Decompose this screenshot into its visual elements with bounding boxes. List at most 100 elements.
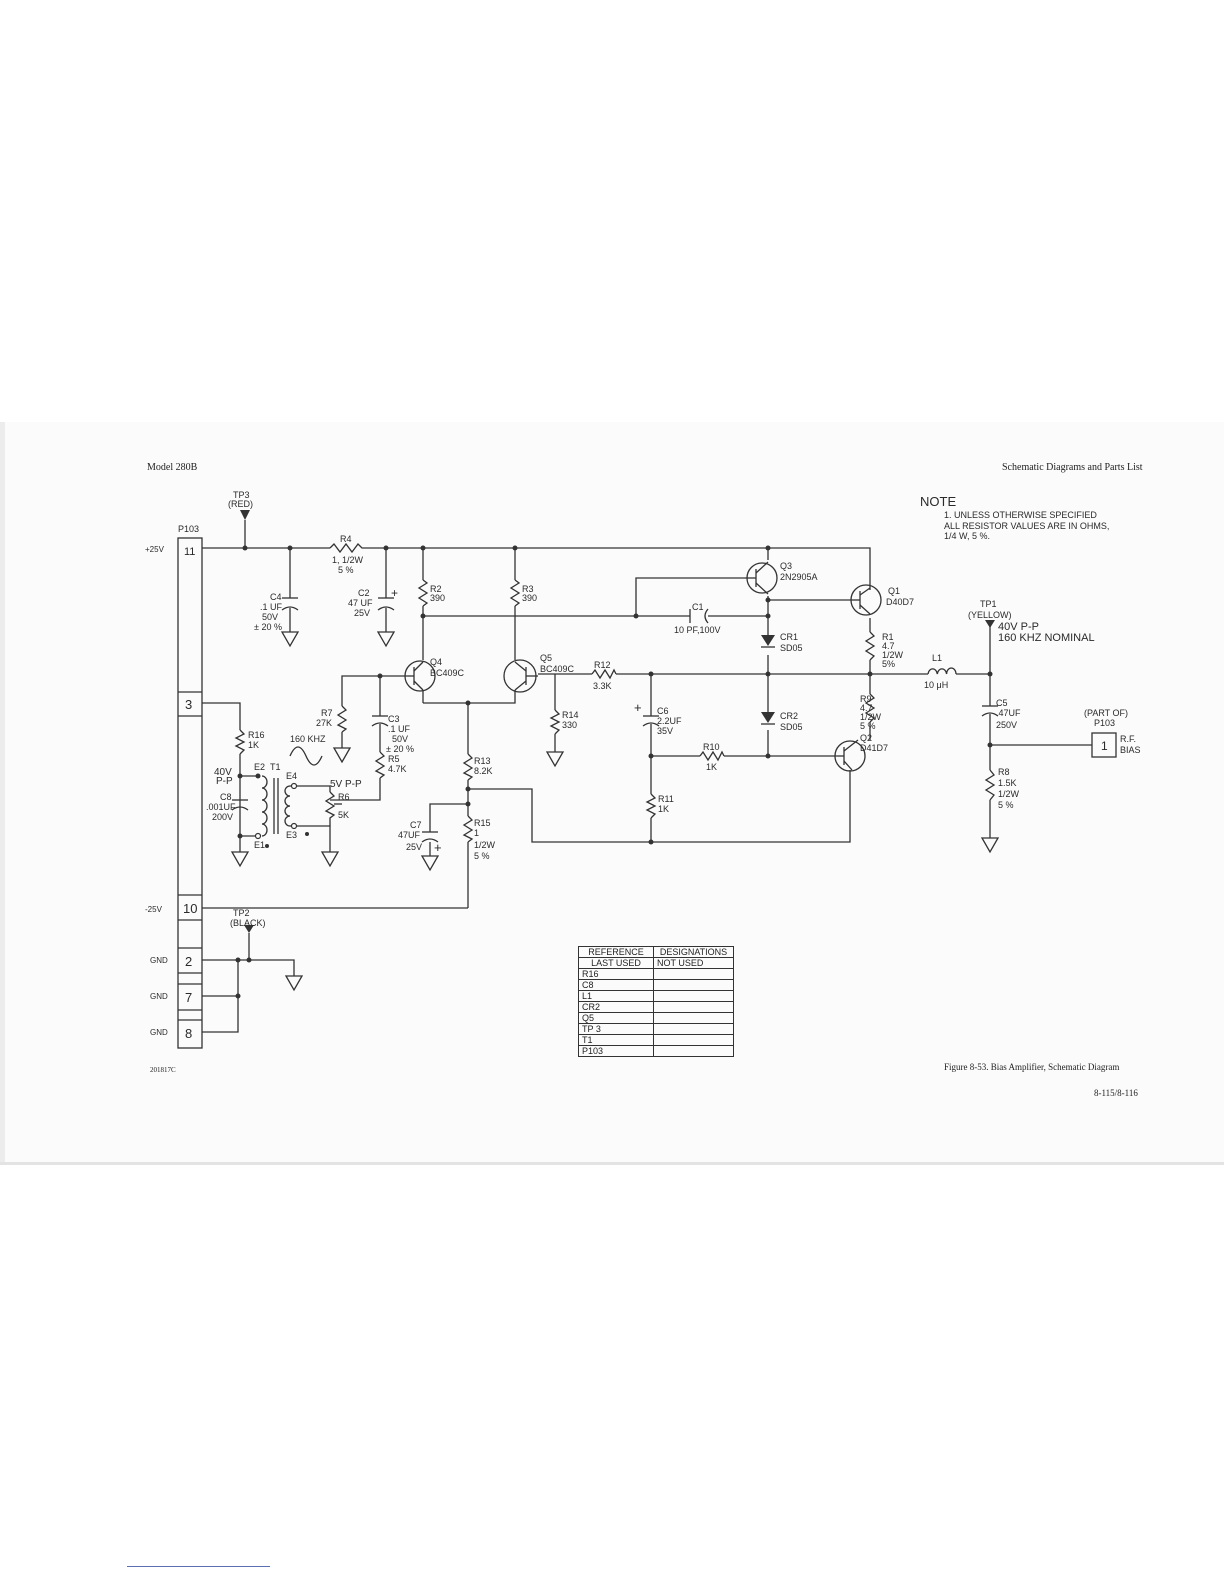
ref-cell-empty — [653, 1012, 734, 1024]
ref-cell-empty — [653, 1045, 734, 1057]
q3-value: 2N2905A — [780, 572, 818, 582]
r14-symbol — [549, 709, 561, 735]
q2-symbol — [834, 739, 866, 772]
ground-icon — [420, 855, 440, 872]
note-line-2: ALL RESISTOR VALUES ARE IN OHMS, — [944, 521, 1109, 531]
page-numbers: 8-115/8-116 — [1094, 1088, 1138, 1098]
r6-value: 5K — [338, 810, 349, 820]
scan-bottom-edge — [0, 1162, 1224, 1165]
ref-cell-empty — [653, 1001, 734, 1013]
r3-ref: R3 — [522, 584, 534, 594]
q1-value: D40D7 — [886, 597, 914, 607]
t1-e1: E1 — [254, 840, 265, 850]
c1-ref: C1 — [692, 602, 704, 612]
l1-symbol — [927, 667, 957, 675]
capacitors — [231, 597, 999, 843]
t1-vin2: P-P — [216, 776, 233, 787]
r11-symbol — [645, 793, 657, 819]
ground-icon — [332, 747, 352, 764]
q1-symbol — [850, 584, 882, 616]
underline-mark — [127, 1566, 270, 1567]
r16-value: 1K — [248, 740, 259, 750]
header-section: Schematic Diagrams and Parts List — [1002, 462, 1143, 473]
header-model: Model 280B — [147, 462, 198, 473]
note-line-1: 1. UNLESS OTHERWISE SPECIFIED — [944, 510, 1097, 520]
output-pin-box — [1091, 732, 1117, 758]
r2-value: 390 — [430, 593, 445, 603]
pin-11: 11 — [184, 546, 195, 558]
table-row: P103 — [578, 1045, 734, 1057]
cr2-symbol — [761, 712, 775, 723]
t1-ref: T1 — [270, 762, 281, 772]
ground-icon — [376, 631, 396, 648]
output-part-of: (PART OF) — [1084, 708, 1128, 718]
tp3-color: (RED) — [228, 499, 253, 509]
output-connector: P103 — [1094, 718, 1115, 728]
ground-icon — [230, 851, 250, 868]
r5-symbol — [374, 751, 386, 779]
r10-value: 1K — [706, 762, 717, 772]
q1-ref: Q1 — [888, 586, 900, 596]
tp1-frequency: 160 KHZ NOMINAL — [998, 632, 1095, 644]
ref-table-title-2: DESIGNATIONS — [653, 946, 734, 958]
r10-ref: R10 — [703, 742, 720, 752]
r12-value: 3.3K — [593, 681, 612, 691]
c7-v2: 25V — [406, 842, 422, 852]
figure-caption: Figure 8-53. Bias Amplifier, Schematic D… — [944, 1062, 1120, 1072]
c6-ref: C6 — [657, 706, 669, 716]
cr2-value: SD05 — [780, 722, 803, 732]
r8-v1: 1.5K — [998, 778, 1017, 788]
r15-v2: 1/2W — [474, 840, 496, 850]
table-row: L1 — [578, 990, 734, 1002]
ref-cell-empty — [653, 990, 734, 1002]
pin-7: 7 — [185, 990, 192, 1005]
resistors — [234, 542, 996, 843]
ground-icon — [320, 851, 340, 868]
ref-table-title-1: REFERENCE — [578, 946, 654, 958]
t1-vout: 5V P-P — [330, 779, 362, 790]
r8-v3: 5 % — [998, 800, 1014, 810]
r11-ref: R11 — [658, 794, 674, 804]
r8-v2: 1/2W — [998, 789, 1020, 799]
r9-v1: 4.7 — [860, 703, 873, 713]
drawing-number: 201817C — [150, 1066, 176, 1074]
diodes — [761, 635, 775, 725]
cr1-value: SD05 — [780, 643, 803, 653]
note-line-3: 1/4 W, 5 %. — [944, 531, 990, 541]
output-label-2: BIAS — [1120, 745, 1141, 755]
c4-v3: ± 20 % — [254, 622, 282, 632]
ref-cell: CR2 — [578, 1001, 654, 1013]
table-row: T1 — [578, 1034, 734, 1046]
wires — [202, 520, 1092, 1033]
output-label-1: R.F. — [1120, 734, 1136, 744]
r15-v3: 5 % — [474, 851, 490, 861]
r9-v3: 5 % — [860, 721, 876, 731]
pin-8-label: GND — [150, 1028, 168, 1037]
r2-ref: R2 — [430, 584, 442, 594]
r13-symbol — [462, 753, 474, 781]
pin-10: 10 — [183, 901, 197, 916]
l1-ref: L1 — [932, 653, 942, 663]
table-row: C8 — [578, 979, 734, 991]
r1-symbol — [864, 631, 876, 661]
r4-symbol — [329, 542, 366, 554]
c7-ref: C7 — [410, 820, 422, 830]
t1-symbol — [254, 746, 323, 848]
r1-v3: 5% — [882, 659, 895, 669]
c3-v3: ± 20 % — [386, 744, 414, 754]
r4-tol: 5 % — [338, 565, 354, 575]
r2-symbol — [417, 579, 429, 607]
q2-value: D41D7 — [860, 743, 888, 753]
r4-ref: R4 — [340, 534, 352, 544]
connector-p103: P103 11 3 10 2 7 8 +25V -25V GND GND GND — [145, 524, 203, 1049]
q4-symbol — [404, 660, 436, 692]
r3-value: 390 — [522, 593, 537, 603]
pin-7-label: GND — [150, 992, 168, 1001]
q4-value: BC409C — [430, 668, 465, 678]
tp3-icon — [240, 510, 250, 520]
c7-polarity: + — [434, 840, 442, 855]
c6-polarity: + — [634, 700, 642, 715]
q4-ref: Q4 — [430, 657, 442, 667]
r8-ref: R8 — [998, 767, 1010, 777]
r5-value: 4.7K — [388, 764, 407, 774]
